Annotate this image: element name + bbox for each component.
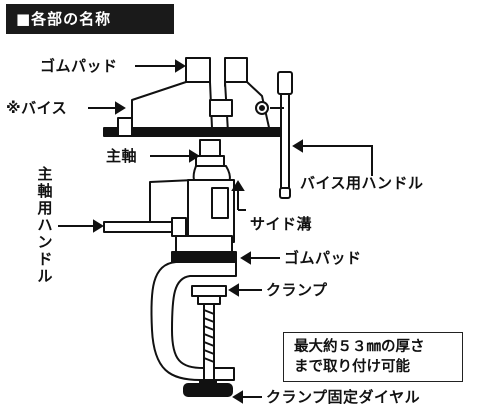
vise-illustration <box>103 57 293 397</box>
label-rubber-pad-top: ゴムパッド <box>40 57 118 75</box>
c-clamp-shape <box>150 261 237 381</box>
label-clamp: クランプ <box>266 281 328 299</box>
main-shaft-shape <box>199 139 221 157</box>
label-main-shaft: 主軸 <box>106 147 138 165</box>
rubber-pad-bottom-shape <box>171 251 237 263</box>
thickness-note-box: 最大約５３㎜の厚さ まで取り付け可能 <box>283 332 463 382</box>
label-main-shaft-handle: 主軸用ハンドル <box>37 165 53 285</box>
label-side-groove: サイド溝 <box>250 215 313 233</box>
label-clamp-dial: クランプ固定ダイヤル <box>266 388 421 406</box>
section-title: ■各部の名称 <box>6 4 174 34</box>
clamp-screw-shape <box>203 303 215 381</box>
vise-handle-shape <box>277 71 293 95</box>
main-shaft-handle-shape <box>103 221 177 233</box>
vise-body-shape <box>131 81 213 129</box>
label-vise: ※バイス <box>6 99 68 117</box>
thickness-note-line2: まで取り付け可能 <box>294 359 410 375</box>
label-vise-handle: バイス用ハンドル <box>300 174 424 192</box>
label-rubber-pad-bottom: ゴムパッド <box>284 249 362 267</box>
leader-lines <box>58 59 373 404</box>
thickness-note-line1: 最大約５３㎜の厚さ <box>294 339 425 355</box>
